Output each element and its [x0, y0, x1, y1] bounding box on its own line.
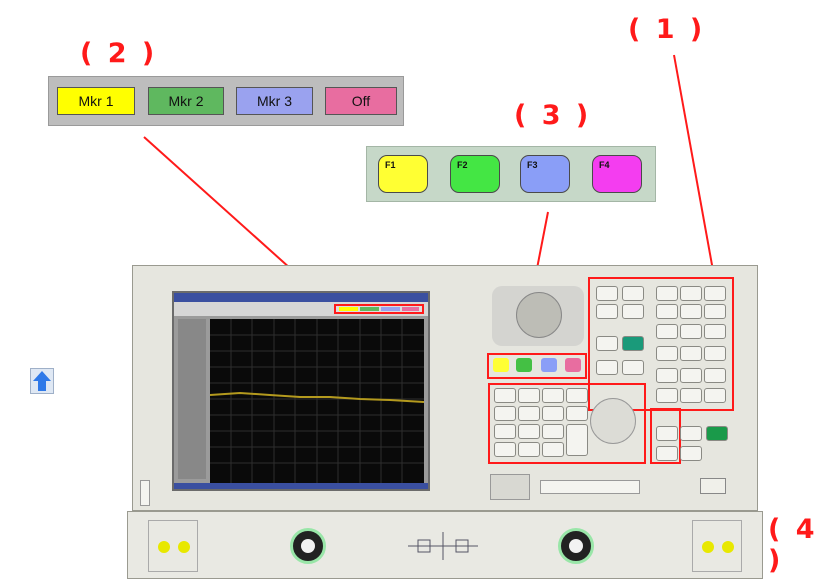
up-arrow-icon [33, 371, 51, 391]
mkr-1-softkey[interactable]: Mkr 1 [57, 87, 135, 115]
side-port [140, 480, 150, 506]
right-coupler-b [722, 541, 734, 553]
mkr-2-softkey[interactable]: Mkr 2 [148, 87, 224, 115]
left-coupler-ports [148, 520, 198, 572]
signal-flow-diagram [398, 528, 488, 564]
measurement-trace [209, 391, 425, 403]
power-button[interactable] [700, 478, 726, 494]
display-status-bar [174, 483, 428, 489]
test-port-1[interactable] [290, 528, 326, 564]
analyzer-display [172, 291, 430, 491]
left-coupler-b [178, 541, 190, 553]
test-port-panel [127, 511, 763, 579]
entry-keypad [494, 388, 590, 462]
trace-grid [209, 319, 425, 483]
probe-connectors [490, 474, 530, 500]
highlight-entry-keys [488, 383, 646, 464]
hardkey-array [594, 284, 730, 461]
left-coupler-a [158, 541, 170, 553]
leader-line-1 [673, 54, 715, 277]
off-softkey[interactable]: Off [325, 87, 397, 115]
up-arrow-button[interactable] [30, 368, 54, 394]
disk-slot [540, 480, 640, 494]
screen-mkr-2 [360, 307, 379, 311]
nav-wheel[interactable] [516, 292, 562, 338]
panel-f1-key[interactable] [493, 358, 509, 372]
trace-plot [209, 319, 425, 483]
display-title-bar [174, 293, 428, 302]
display-toolbar [174, 302, 428, 316]
screen-marker-softkeys [334, 304, 424, 314]
panel-f2-key[interactable] [516, 358, 532, 372]
callout-3: ( 3 ) [514, 100, 592, 131]
f2-key[interactable]: F2 [450, 155, 500, 193]
callout-1: ( 1 ) [628, 14, 706, 45]
panel-f3-key[interactable] [541, 358, 557, 372]
f4-key[interactable]: F4 [592, 155, 642, 193]
callout-4: ( 4 ) [768, 514, 818, 576]
screen-mkr-1 [339, 307, 358, 311]
callout-2: ( 2 ) [80, 38, 158, 69]
mkr-3-softkey[interactable]: Mkr 3 [236, 87, 313, 115]
screen-mkr-off [402, 307, 419, 311]
marker-softkey-bar: Mkr 1 Mkr 2 Mkr 3 Off [48, 76, 404, 126]
right-coupler-ports [692, 520, 742, 572]
f3-key[interactable]: F3 [520, 155, 570, 193]
display-side-panel [178, 319, 206, 479]
function-key-bar: F1 F2 F3 F4 [366, 146, 656, 202]
screen-mkr-3 [381, 307, 400, 311]
highlight-hardkeys [588, 277, 734, 411]
rotary-knob[interactable] [590, 398, 636, 444]
panel-f4-key[interactable] [565, 358, 581, 372]
highlight-function-keys [487, 353, 587, 379]
test-port-2[interactable] [558, 528, 594, 564]
navigation-pad [492, 286, 584, 346]
right-coupler-a [702, 541, 714, 553]
f1-key[interactable]: F1 [378, 155, 428, 193]
